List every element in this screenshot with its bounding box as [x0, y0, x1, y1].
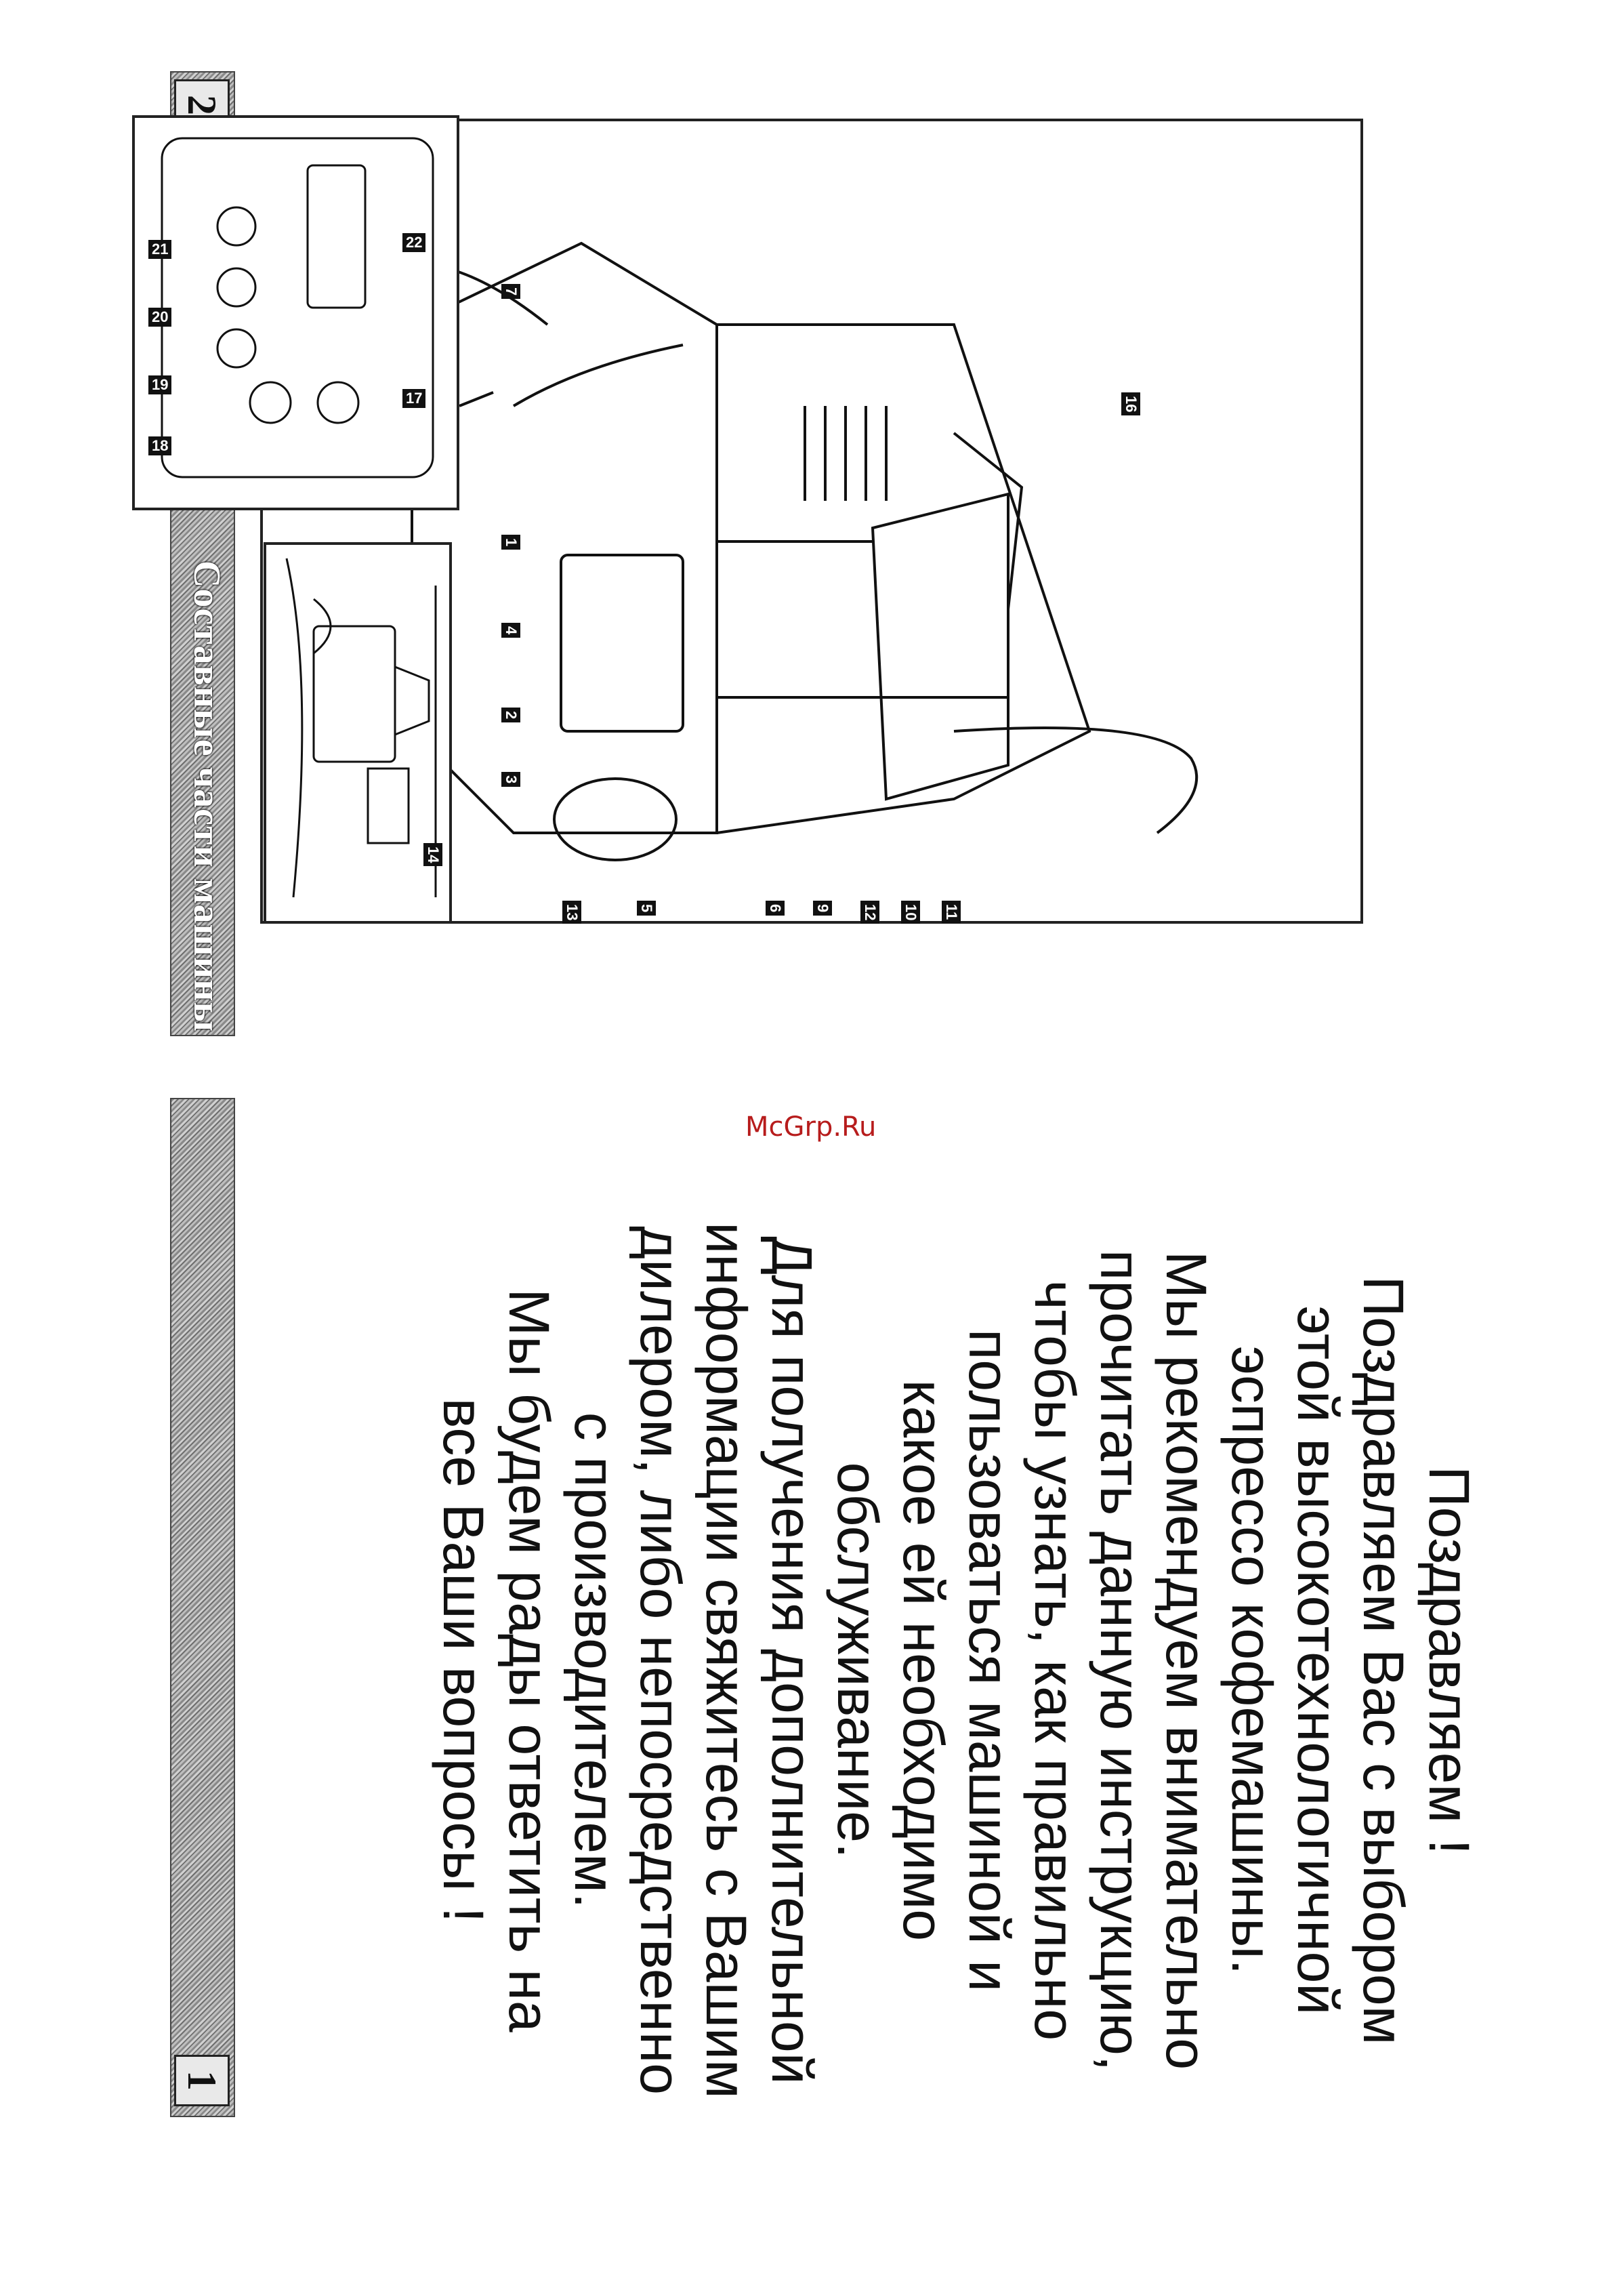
callout-17: 17 — [402, 389, 426, 408]
text-line: дилером, либо непосредственно — [629, 1226, 692, 2095]
welcome-title: Поздравляем ! — [1417, 1466, 1481, 1855]
text-line: пользоваться машиной и — [957, 1328, 1021, 1992]
brew-unit-illustration — [285, 558, 437, 898]
section-title: Составные части машины — [186, 560, 228, 1033]
text-line: чтобы узнать, как правильно — [1023, 1280, 1087, 2041]
welcome-text: Поздравляем ! Поздравляем Вас с выбором … — [430, 1132, 1482, 2189]
callout-21: 21 — [148, 240, 172, 259]
text-line: информации свяжитесь с Вашим — [694, 1222, 758, 2099]
text-line: Поздравляем Вас с выбором — [1352, 1275, 1415, 2045]
callout-6: 6 — [766, 901, 785, 916]
text-line: все Ваши вопросы ! — [432, 1397, 495, 1923]
page-number-right: 1 — [174, 2055, 230, 2106]
text-line: какое ей необходимо — [892, 1379, 955, 1942]
text-line: Мы рекомендуем внимательно — [1154, 1250, 1218, 2070]
callout-14: 14 — [423, 843, 442, 867]
callout-20: 20 — [148, 308, 172, 327]
callout-19: 19 — [148, 375, 172, 394]
text-line: этой высокотехнологичной — [1286, 1305, 1350, 2015]
text-line: эспрессо кофемашины. — [1220, 1346, 1284, 1975]
callout-11: 11 — [942, 901, 961, 924]
callout-5: 5 — [637, 901, 656, 916]
callout-18: 18 — [148, 436, 172, 455]
text-line: прочитать данную инструкцию, — [1089, 1249, 1152, 2072]
panel-diagram-overlay: 17 18 19 20 21 22 — [132, 115, 459, 510]
callout-3: 3 — [501, 772, 520, 787]
callout-22: 22 — [402, 233, 426, 252]
callout-12: 12 — [860, 901, 879, 924]
watermark: McGrp.Ru — [745, 1111, 877, 1143]
text-line: обслуживание. — [826, 1462, 890, 1859]
text-line: с производителем. — [563, 1412, 627, 1909]
control-panel-illustration — [161, 137, 434, 478]
section-header-band-right: 1 — [170, 1098, 235, 2117]
callout-16: 16 — [1121, 392, 1140, 416]
brew-unit-detail-frame: 14 — [264, 542, 452, 924]
callout-10: 10 — [901, 901, 920, 924]
text-line: Мы будем рады ответить на — [497, 1288, 561, 2032]
callout-4: 4 — [501, 623, 520, 638]
callout-1: 1 — [501, 535, 520, 550]
callout-13: 13 — [562, 901, 581, 924]
text-line: Для получения дополнительной — [760, 1236, 824, 2085]
callout-9: 9 — [813, 901, 832, 916]
callout-7: 7 — [501, 284, 520, 300]
callout-2: 2 — [501, 708, 520, 723]
